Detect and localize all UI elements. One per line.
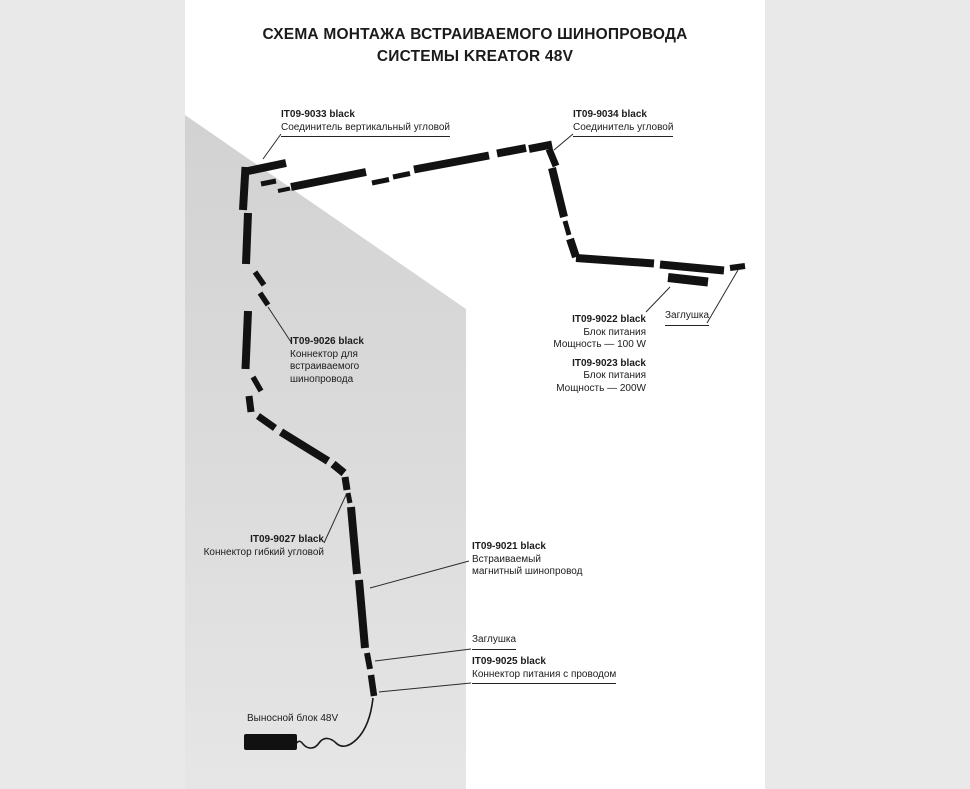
track-segment — [278, 428, 331, 465]
track-segment — [659, 260, 725, 275]
mini-connector — [345, 492, 353, 504]
leader-line — [378, 682, 472, 693]
track-segment — [566, 237, 580, 259]
callout-it09-9021: IT09-9021 black Встраиваемый магнитный ш… — [472, 541, 582, 579]
part-desc: Встраиваемый — [472, 553, 541, 565]
track-segment — [290, 168, 367, 191]
installation-diagram — [185, 115, 746, 789]
part-desc: Соединитель вертикальный угловой — [281, 121, 451, 133]
mini-connector — [392, 171, 411, 180]
part-code: IT09-9025 black — [472, 656, 546, 667]
track-segment — [575, 254, 655, 268]
part-desc: магнитный шинопровод — [472, 566, 583, 577]
part-desc: Коннектор гибкий угловой — [203, 546, 324, 558]
corner-top-bar — [247, 159, 287, 175]
flex-corner-connector — [255, 413, 278, 431]
callout-plug-top: Заглушка — [665, 310, 710, 326]
leader-line — [706, 269, 739, 324]
leader-lines — [262, 133, 739, 693]
callout-it09-9025: IT09-9025 black Коннектор питания с пров… — [472, 656, 617, 684]
power-feed-connector — [367, 674, 378, 697]
mini-connector — [562, 220, 572, 236]
part-desc: Мощность — 100 W — [553, 339, 646, 350]
part-code: IT09-9034 black — [573, 109, 647, 120]
power-supply-block — [667, 273, 709, 287]
callout-it09-9033: IT09-9033 black Соединитель вертикальный… — [281, 109, 451, 137]
recessed-connector — [252, 270, 267, 287]
track-segment — [347, 506, 361, 575]
corner-connector — [528, 140, 553, 153]
power-cord — [296, 697, 374, 749]
part-code: IT09-9022 black — [572, 314, 646, 325]
part-code: IT09-9026 black — [290, 336, 364, 347]
part-desc: Коннектор питания с проводом — [472, 668, 617, 680]
leader-line — [262, 133, 282, 160]
remote-power-box — [244, 734, 297, 750]
leader-line — [323, 494, 347, 544]
part-desc: Соединитель угловой — [573, 121, 674, 133]
track-segment — [241, 310, 252, 370]
track-segment — [355, 579, 369, 649]
track-segment — [496, 144, 527, 158]
callout-power-supplies: IT09-9022 black Блок питания Мощность — … — [505, 314, 646, 395]
flex-corner-connector — [341, 476, 351, 491]
page-title-line1: СХЕМА МОНТАЖА ВСТРАИВАЕМОГО ШИНОПРОВОДА — [262, 26, 688, 43]
leader-line — [267, 306, 292, 343]
corner-connector-piece — [260, 178, 277, 187]
mini-connector — [371, 177, 390, 186]
part-desc: шинопровода — [290, 373, 354, 385]
part-desc: Блок питания — [583, 326, 646, 338]
part-desc: Коннектор для — [290, 348, 358, 360]
part-desc: Блок питания — [583, 370, 646, 381]
leader-line — [645, 286, 671, 313]
part-code: IT09-9027 black — [250, 534, 324, 545]
page-title-line2: СИСТЕМЫ KREATOR 48V — [376, 48, 574, 65]
part-code: IT09-9033 black — [281, 109, 355, 120]
flex-corner-connector — [330, 460, 347, 477]
flex-corner-connector — [245, 395, 255, 413]
end-cap — [364, 652, 373, 670]
mini-connector — [250, 375, 264, 393]
part-code: IT09-9023 black — [572, 357, 646, 369]
callout-it09-9026: IT09-9026 black Коннектор для встраиваем… — [290, 336, 364, 386]
diagram-canvas: СХЕМА МОНТАЖА ВСТРАИВАЕМОГО ШИНОПРОВОДА … — [185, 0, 765, 789]
recessed-connector — [257, 291, 271, 307]
page-title: СХЕМА МОНТАЖА ВСТРАИВАЕМОГО ШИНОПРОВОДА … — [185, 24, 765, 68]
callout-plug-bottom: Заглушка — [472, 634, 517, 650]
track-segment — [548, 167, 568, 218]
part-desc: Мощность — 200W — [556, 382, 646, 394]
callout-remote-block: Выносной блок 48V — [247, 713, 339, 724]
corner-connector — [545, 147, 560, 168]
wall-surface — [185, 115, 466, 789]
leader-line — [374, 648, 472, 662]
callout-it09-9027: IT09-9027 black Коннектор гибкий угловой — [202, 534, 324, 559]
corner-vertical-bar — [239, 166, 250, 211]
callout-it09-9034: IT09-9034 black Соединитель угловой — [573, 109, 674, 137]
track-assembly — [239, 140, 746, 697]
part-desc: встраиваемого — [290, 361, 360, 372]
leader-line — [369, 560, 470, 589]
end-cap — [729, 263, 746, 271]
track-segment — [413, 151, 490, 174]
corner-connector-piece — [277, 186, 291, 193]
track-segment — [242, 212, 252, 265]
leader-line — [553, 133, 574, 151]
part-code: IT09-9021 black — [472, 541, 546, 552]
